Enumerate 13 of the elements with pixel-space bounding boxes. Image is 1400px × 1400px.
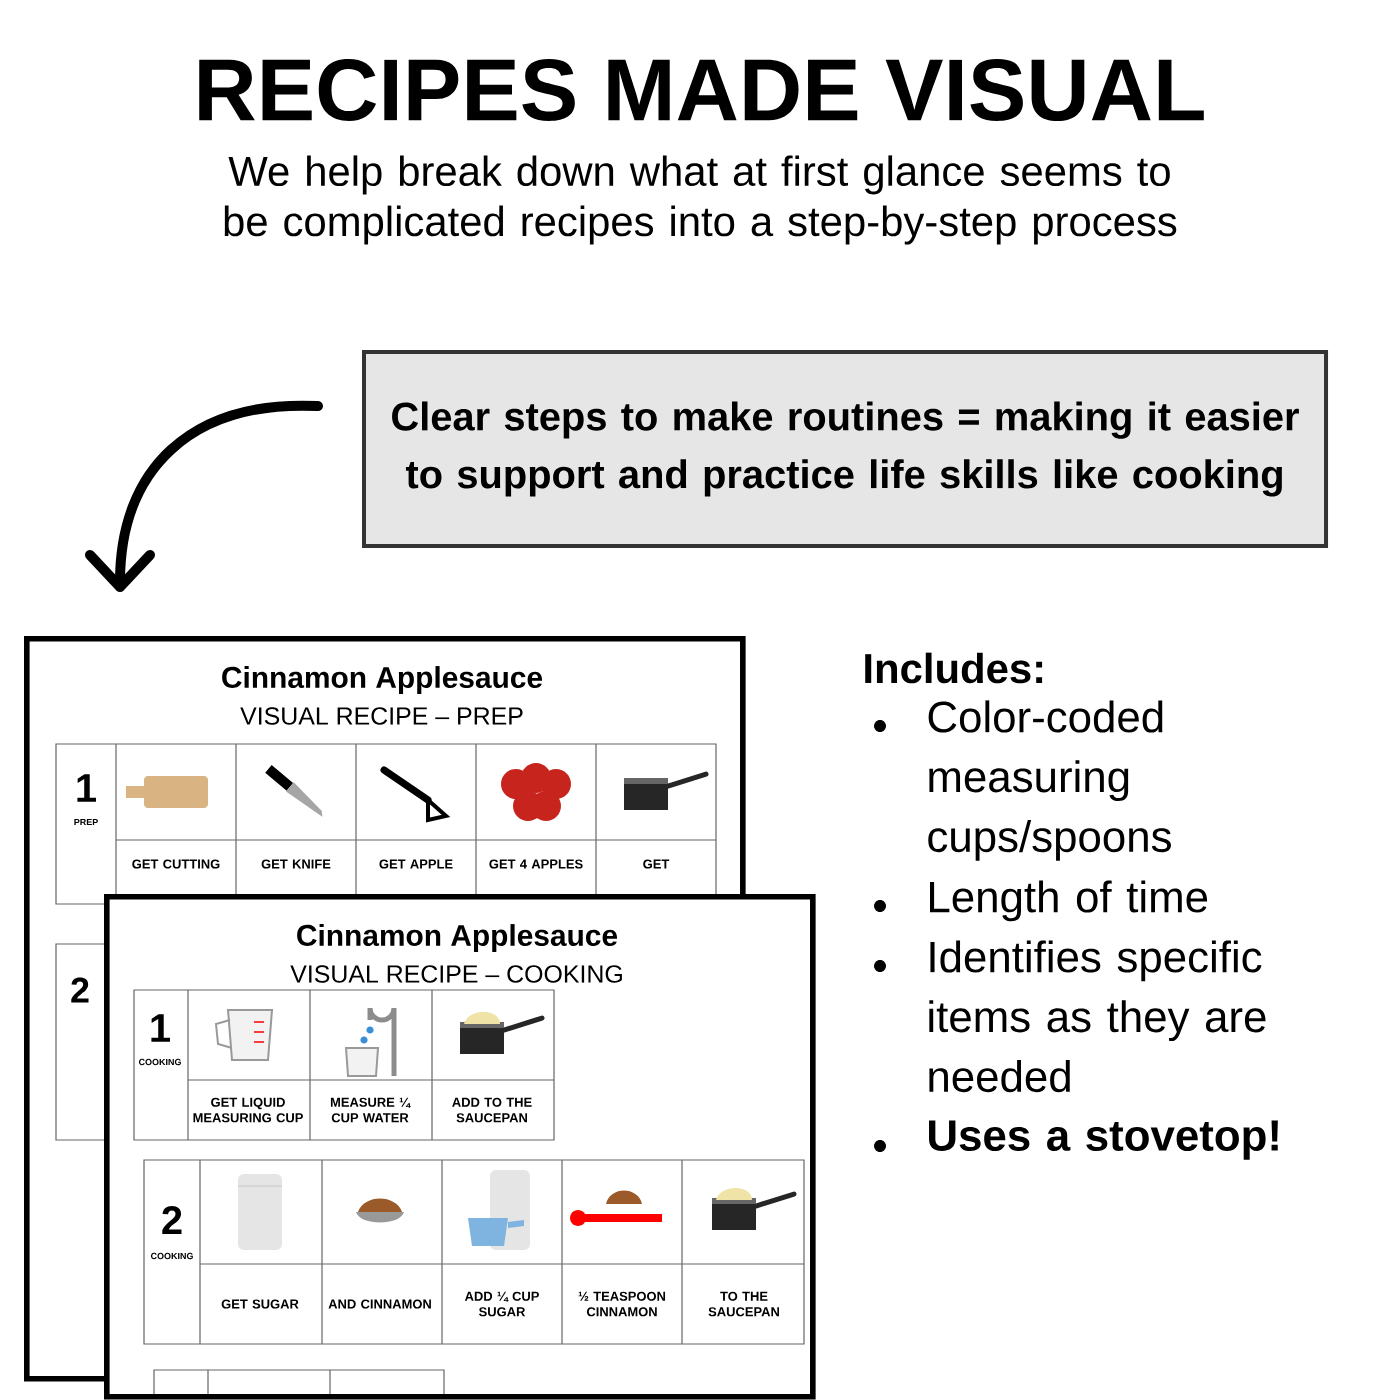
list-item: Color-coded measuring cups/spoons bbox=[928, 700, 1171, 861]
step-number: 2 bbox=[71, 977, 89, 1003]
subtitle: We help break down what at first glance seems to be complicated recipes into a step-by-step process bbox=[224, 155, 1177, 245]
callout-box: Clear steps to make routines = making it easier to support and practice life skills like cooking bbox=[362, 350, 1329, 548]
title: RECIPES MADE VISUAL bbox=[199, 58, 1204, 121]
curved-arrow bbox=[85, 401, 323, 592]
step-number: 1 bbox=[77, 774, 96, 802]
list-item: Uses a stovetop! bbox=[929, 1120, 1278, 1160]
step-number: 2 bbox=[162, 1206, 182, 1234]
list-heading: Includes: bbox=[865, 652, 1043, 684]
step-number: 1 bbox=[151, 1014, 170, 1042]
list-item: Identifies specific items as they are needed bbox=[929, 940, 1266, 1093]
list-item: Length of time bbox=[930, 880, 1208, 922]
